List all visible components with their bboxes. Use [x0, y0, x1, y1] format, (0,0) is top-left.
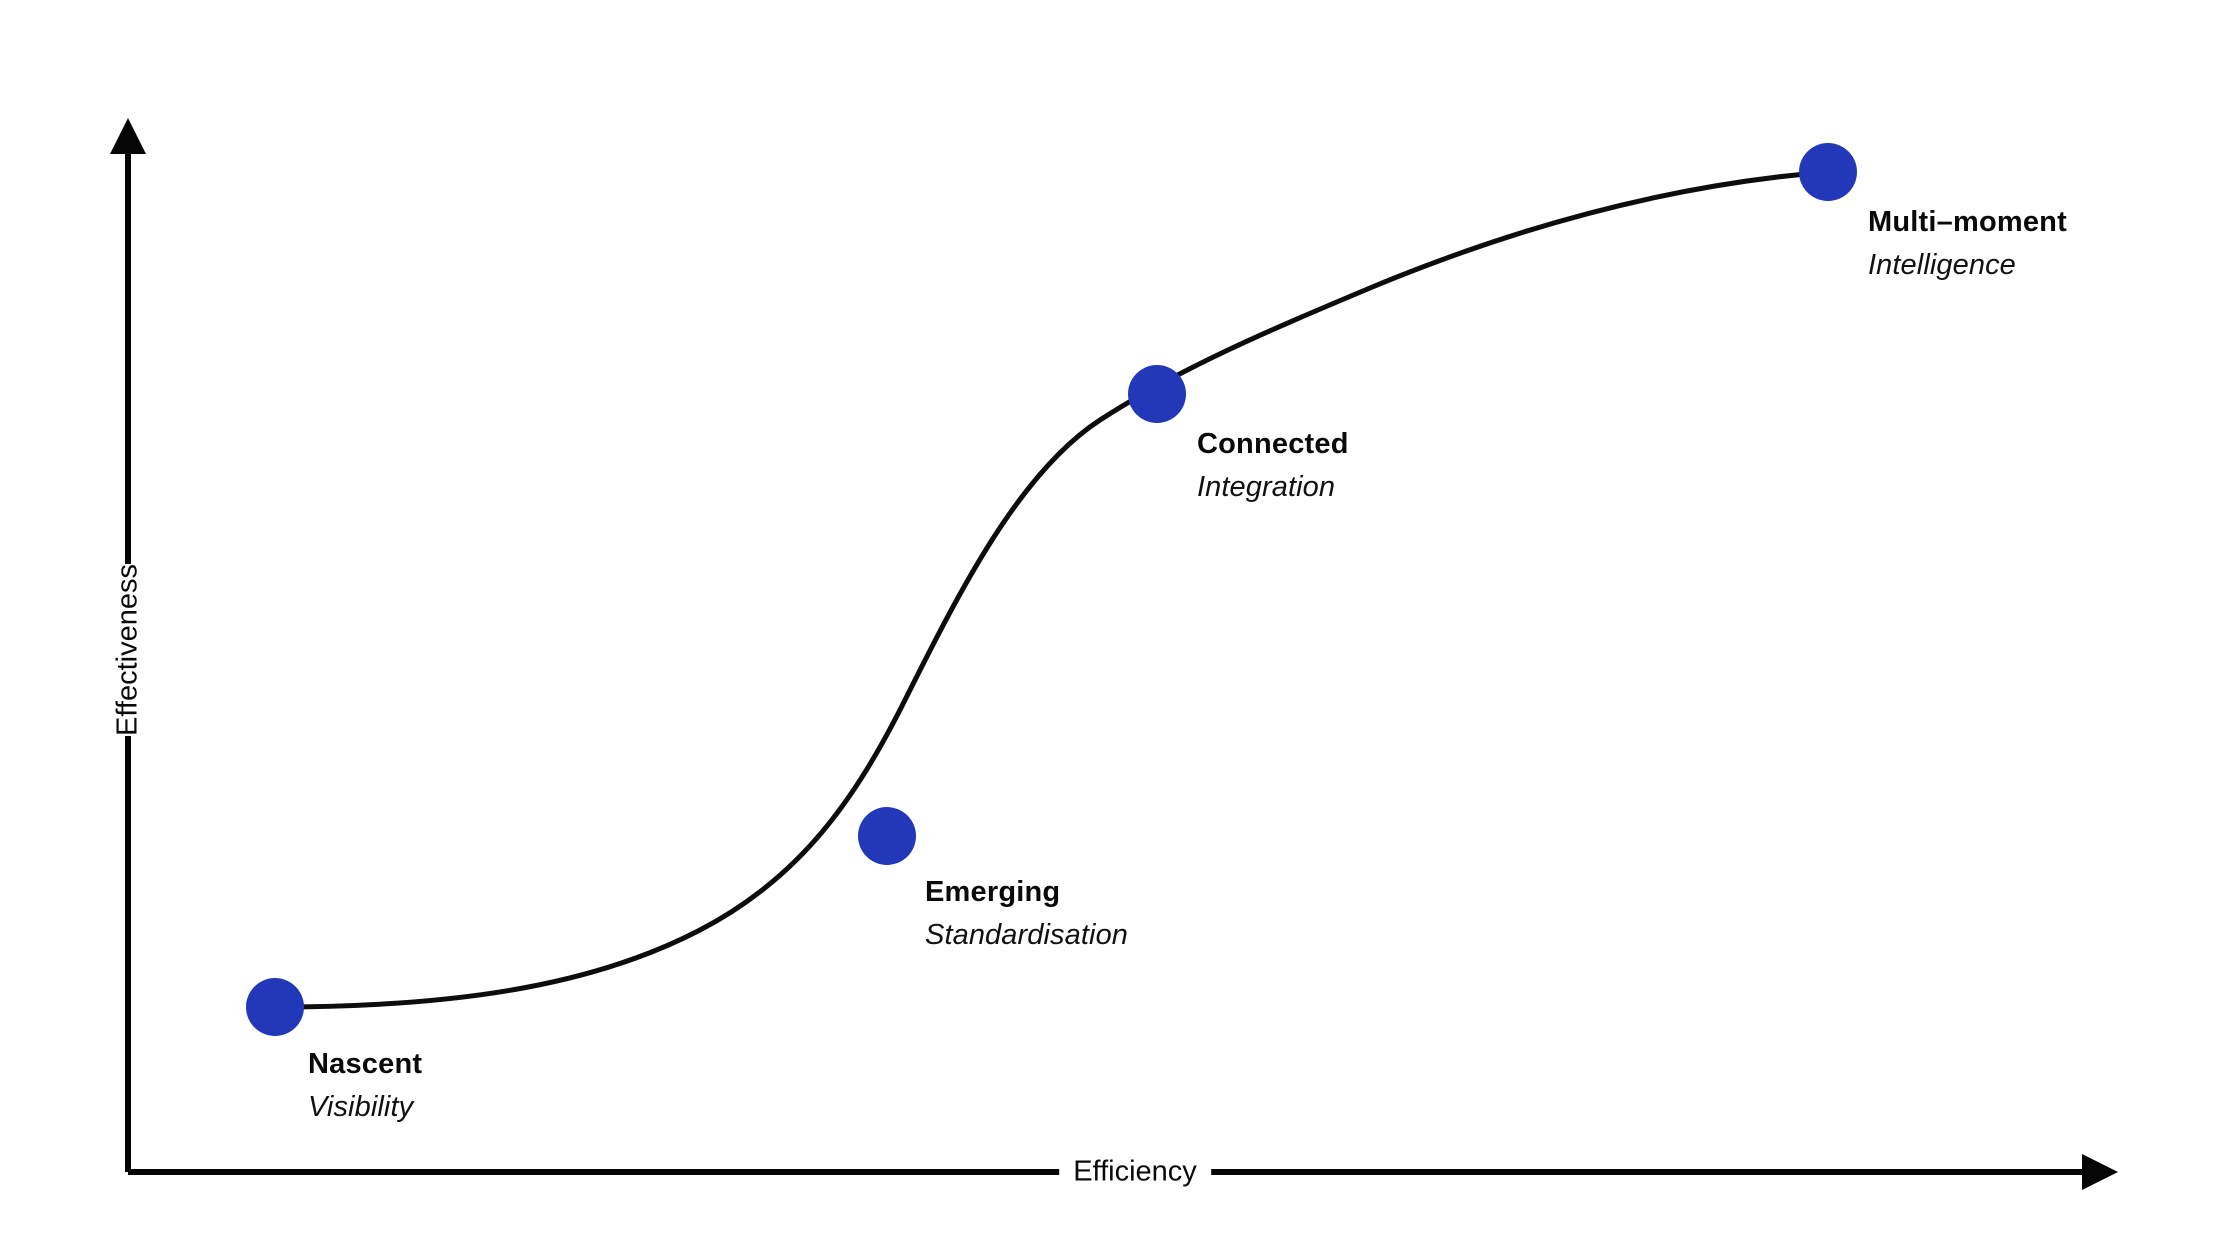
stage-title: Connected	[1197, 428, 1349, 460]
stage-title: Emerging	[925, 876, 1061, 908]
stage-marker-connected[interactable]	[1128, 365, 1186, 423]
stage-label-connected: Connected Integration	[1197, 430, 1349, 502]
stage-subtitle: Intelligence	[1868, 249, 2016, 281]
x-axis-label: Efficiency	[1059, 1157, 1211, 1187]
stage-title: Multi–moment	[1868, 206, 2067, 238]
arrow-right-icon	[2082, 1154, 2118, 1190]
arrow-up-icon	[110, 118, 146, 154]
y-axis-label: Effectiveness	[99, 564, 157, 736]
stage-title: Nascent	[308, 1048, 423, 1080]
stage-marker-multi-moment[interactable]	[1799, 143, 1857, 201]
stage-label-emerging: Emerging Standardisation	[925, 878, 1128, 950]
stage-label-nascent: Nascent Visibility	[308, 1050, 422, 1122]
stage-subtitle: Integration	[1197, 471, 1336, 503]
stage-marker-nascent[interactable]	[246, 978, 304, 1036]
maturity-curve-path	[272, 169, 1831, 1010]
stage-label-multi-moment: Multi–moment Intelligence	[1868, 208, 2067, 280]
stage-subtitle: Visibility	[308, 1091, 414, 1123]
stage-marker-emerging[interactable]	[858, 807, 916, 865]
stage-subtitle: Standardisation	[925, 919, 1129, 951]
